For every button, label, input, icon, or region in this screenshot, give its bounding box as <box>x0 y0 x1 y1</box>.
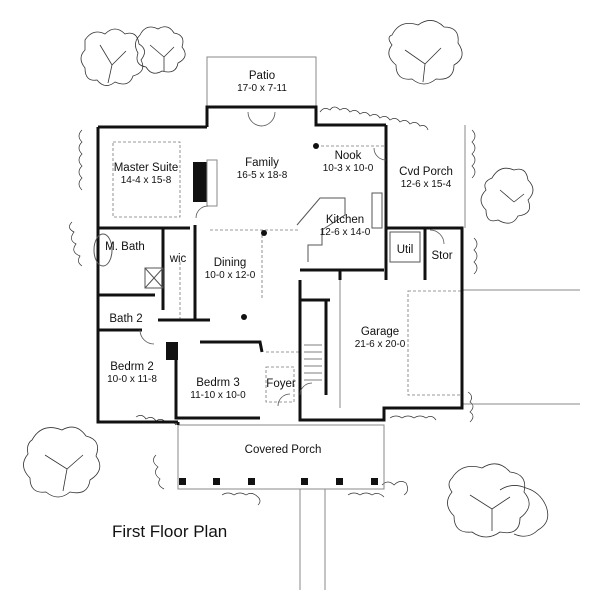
room-name: Util <box>396 244 414 256</box>
walls <box>96 105 464 425</box>
room-name: Patio <box>248 70 276 82</box>
room-dimensions: 17-0 x 7-11 <box>237 82 287 94</box>
room-name: Foyer <box>266 378 296 390</box>
room-label-family: Family 16-5 x 18-8 <box>237 157 288 181</box>
room-name: Bath 2 <box>109 313 143 325</box>
room-name: Master Suite <box>113 162 179 174</box>
fireplace-icon <box>193 159 218 207</box>
kitchen-counters <box>93 192 421 289</box>
room-dimensions: 10-0 x 11-8 <box>107 373 157 385</box>
tree-icon <box>480 167 534 224</box>
room-label-kitchen: Kitchen 12-6 x 14-0 <box>320 214 371 238</box>
room-label-stor: Stor <box>431 250 452 263</box>
porch-columns <box>166 143 378 485</box>
room-name: Bedrm 2 <box>110 361 154 373</box>
room-name: Dining <box>213 257 247 269</box>
tree-icon <box>80 28 145 86</box>
room-dimensions: 12-6 x 15-4 <box>400 178 452 190</box>
room-dimensions: 10-3 x 10-0 <box>322 162 374 174</box>
room-dimensions: 10-0 x 12-0 <box>204 269 256 281</box>
room-label-garage: Garage 21-6 x 20-0 <box>355 326 406 350</box>
tree-icon <box>388 20 463 85</box>
room-label-bedrm-2: Bedrm 2 10-0 x 11-8 <box>107 361 157 385</box>
thin-outlines <box>177 56 580 590</box>
room-label-wic: wic <box>170 253 187 266</box>
room-name: wic <box>169 253 187 265</box>
tree-icon <box>23 426 101 498</box>
shrub-icon <box>69 106 478 506</box>
room-name: Cvd Porch <box>399 166 453 178</box>
room-dimensions: 11-10 x 10-0 <box>190 389 246 401</box>
room-name: Stor <box>431 250 453 262</box>
dashed-lines <box>112 141 463 403</box>
room-dimensions: 12-6 x 14-0 <box>319 226 371 238</box>
room-name: Garage <box>360 326 400 338</box>
room-label-covered-porch: Covered Porch <box>245 444 322 457</box>
room-name: Kitchen <box>325 214 365 226</box>
room-dimensions: 14-4 x 15-8 <box>120 174 172 186</box>
room-label-foyer: Foyer <box>266 378 295 391</box>
door-swings <box>139 111 445 407</box>
tree-icon <box>447 463 549 538</box>
tree-icon <box>135 26 186 74</box>
room-label-util: Util <box>397 244 414 257</box>
plan-title: First Floor Plan <box>112 522 228 541</box>
room-name: Family <box>245 157 279 169</box>
room-label-nook: Nook 10-3 x 10-0 <box>323 150 374 174</box>
room-label-m-bath: M. Bath <box>105 241 145 254</box>
room-name: M. Bath <box>105 241 145 253</box>
room-label-master-suite: Master Suite 14-4 x 15-8 <box>114 162 179 186</box>
room-name: Covered Porch <box>244 444 322 456</box>
room-label-bath-2: Bath 2 <box>109 313 142 326</box>
room-label-cvd-porch: Cvd Porch 12-6 x 15-4 <box>399 166 453 190</box>
room-dimensions: 21-6 x 20-0 <box>354 338 406 350</box>
room-label-patio: Patio 17-0 x 7-11 <box>237 70 287 94</box>
room-dimensions: 16-5 x 18-8 <box>236 169 288 181</box>
room-label-dining: Dining 10-0 x 12-0 <box>205 257 256 281</box>
room-name: Bedrm 3 <box>196 377 240 389</box>
stairs <box>304 344 322 381</box>
room-label-bedrm-3: Bedrm 3 11-10 x 10-0 <box>190 377 245 401</box>
room-name: Nook <box>334 150 362 162</box>
